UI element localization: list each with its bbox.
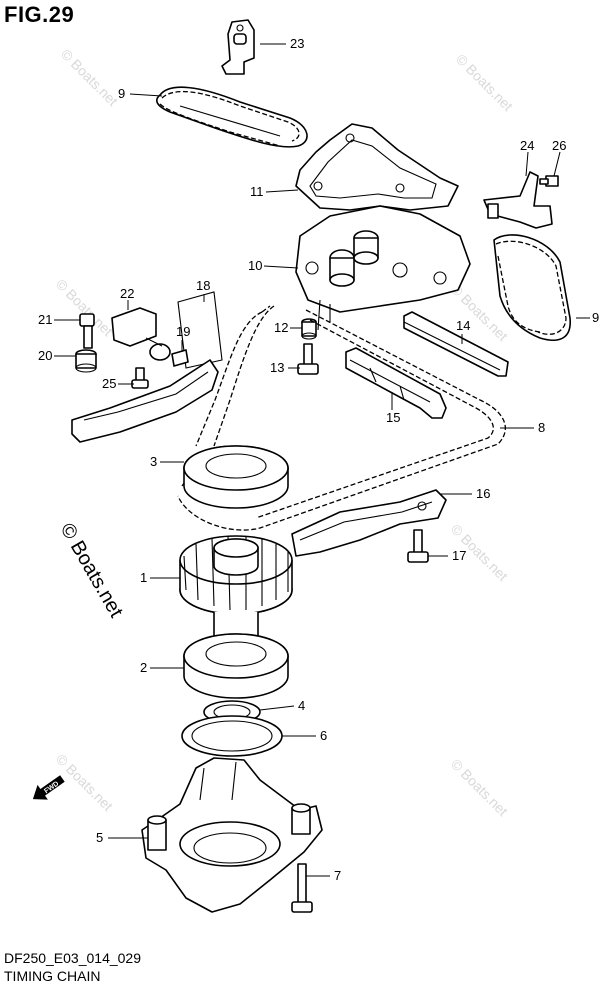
- callout-20: 20: [38, 348, 52, 363]
- callout-15: 15: [386, 410, 400, 425]
- callout-7: 7: [334, 868, 341, 883]
- part-8-timing-chain: [177, 305, 506, 531]
- callout-9-top: 9: [118, 86, 125, 101]
- watermark-main: © Boats.net: [56, 520, 128, 622]
- part-23-tensioner: [221, 19, 255, 75]
- callout-24: 24: [520, 138, 534, 153]
- callout-12: 12: [274, 320, 288, 335]
- part-18-bracket: [177, 291, 223, 369]
- part-11-gasket: [295, 123, 459, 211]
- callout-5: 5: [96, 830, 103, 845]
- watermark-7: © Boats.net: [448, 756, 511, 819]
- callout-10: 10: [248, 258, 262, 273]
- part-17-bolt: [407, 529, 429, 563]
- footer-code: DF250_E03_014_029: [4, 950, 142, 966]
- part-16-guide: [291, 489, 447, 557]
- part-1-gear: [179, 535, 293, 650]
- part-24-tensioner: [483, 171, 553, 229]
- footer-title: TIMING CHAIN: [4, 968, 101, 984]
- part-14-guide: [403, 311, 509, 377]
- watermark-2: © Boats.net: [453, 51, 516, 114]
- fwd-label: FWD: [43, 780, 60, 795]
- callout-26: 26: [552, 138, 566, 153]
- leader-lines: [54, 43, 590, 877]
- part-25-bolt: [131, 367, 149, 389]
- part-2-bearing: [183, 633, 289, 699]
- callout-6: 6: [320, 728, 327, 743]
- watermark-1: © Boats.net: [58, 46, 121, 109]
- part-5-base: [141, 757, 323, 913]
- fwd-arrow: FWD: [32, 775, 65, 800]
- callout-8: 8: [538, 420, 545, 435]
- callout-1: 1: [140, 570, 147, 585]
- callout-13: 13: [270, 360, 284, 375]
- callout-11: 11: [250, 184, 264, 199]
- callout-22: 22: [120, 286, 134, 301]
- part-7-bolt: [291, 863, 313, 913]
- part-20-collar: [75, 349, 97, 373]
- callout-19: 19: [176, 324, 190, 339]
- callout-16: 16: [476, 486, 490, 501]
- callout-23: 23: [290, 36, 304, 51]
- callouts: 23 9 11 10 24 26 9 14 12 13 15 8 16 17 1…: [38, 36, 599, 883]
- part-6-gasket: [181, 715, 283, 757]
- part-12-sleeve: [301, 318, 317, 340]
- callout-17: 17: [452, 548, 466, 563]
- callout-4: 4: [298, 698, 305, 713]
- callout-25: 25: [102, 376, 116, 391]
- part-26-bolt: [539, 175, 559, 187]
- part-guide-left: [71, 359, 219, 443]
- part-22-tensioner-body: [111, 307, 171, 361]
- part-15-guide: [345, 347, 447, 419]
- callout-21: 21: [38, 312, 52, 327]
- callout-9-right: 9: [592, 310, 599, 325]
- part-21-bolt: [79, 313, 95, 349]
- part-3-bearing: [183, 445, 289, 509]
- callout-2: 2: [140, 660, 147, 675]
- figure-title: FIG.29: [4, 2, 75, 27]
- callout-18: 18: [196, 278, 210, 293]
- part-13-bolt: [297, 343, 319, 375]
- part-10-housing: [295, 205, 471, 331]
- callout-3: 3: [150, 454, 157, 469]
- part-9-chain-right: [493, 234, 571, 342]
- part-9-chain-top: [156, 86, 308, 148]
- callout-14: 14: [456, 318, 470, 333]
- part-19-plunger: [171, 349, 189, 367]
- watermarks: © Boats.net © Boats.net © Boats.net © Bo…: [53, 46, 516, 819]
